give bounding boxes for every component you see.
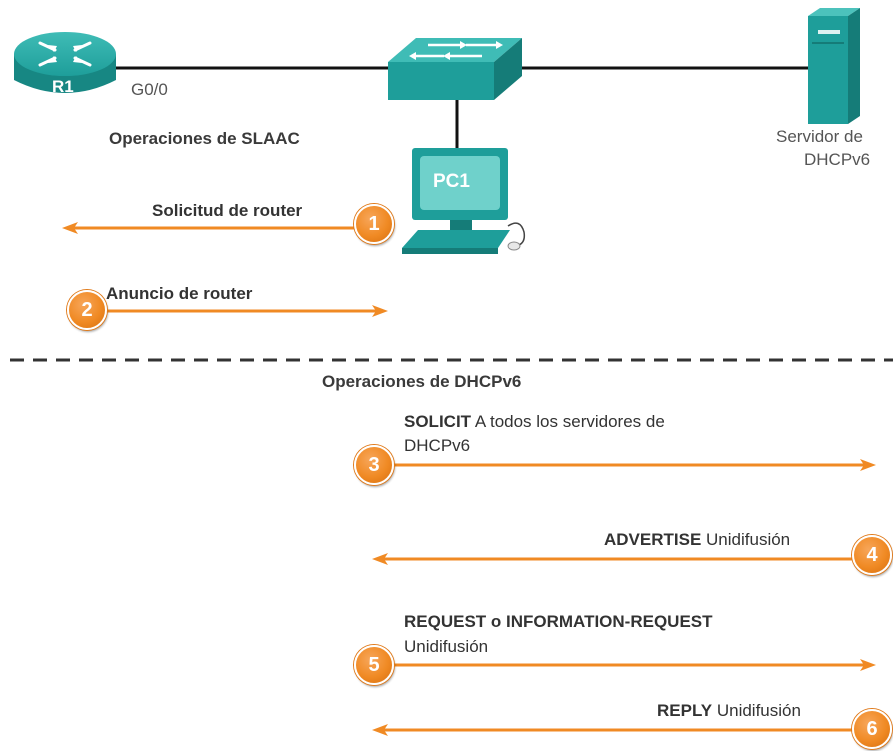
router-label: R1: [52, 77, 74, 96]
step5-label-bold: REQUEST o INFORMATION-REQUEST: [404, 612, 713, 631]
step4-label-rest: Unidifusión: [701, 530, 791, 549]
switch: [388, 36, 524, 106]
step5-label-line2: Unidifusión: [404, 637, 489, 656]
step3-label-bold: SOLICIT: [404, 412, 472, 431]
router-interface-label: G0/0: [131, 80, 168, 99]
switch-icon: [388, 38, 522, 100]
step4-label-bold: ADVERTISE: [604, 530, 702, 549]
step6-badge: 6: [852, 709, 892, 749]
dhcpv6-heading: Operaciones de DHCPv6: [322, 372, 522, 391]
step2-badge: 2: [67, 290, 107, 330]
step5-badge: 5: [354, 645, 394, 685]
step1-badge: 1: [354, 204, 394, 244]
step6-arrow: [372, 724, 860, 736]
step3-label-line2: DHCPv6: [404, 436, 471, 455]
step1-label: Solicitud de router: [152, 201, 303, 220]
pc1: PC1: [398, 148, 530, 256]
step4-badge: 4: [852, 535, 892, 575]
step3-arrow: [380, 459, 876, 471]
step1-arrow: [62, 222, 370, 234]
router-r1: R1: [10, 28, 120, 108]
step2-label: Anuncio de router: [106, 284, 253, 303]
step4-label: ADVERTISE Unidifusión: [604, 529, 790, 550]
step3-badge: 3: [354, 445, 394, 485]
step5-arrow: [380, 659, 876, 671]
slaac-heading: Operaciones de SLAAC: [109, 129, 300, 148]
step6-label: REPLY Unidifusión: [657, 700, 801, 721]
step6-label-rest: Unidifusión: [712, 701, 801, 720]
step4-arrow: [372, 553, 860, 565]
pc-icon: [402, 148, 526, 254]
step3-label: SOLICIT A todos los servidores de: [404, 411, 665, 432]
step6-label-bold: REPLY: [657, 701, 713, 720]
router-icon: [14, 32, 116, 93]
server-label-line1: Servidor de: [776, 127, 863, 146]
server-label-line2: DHCPv6: [804, 150, 871, 169]
dhcpv6-server: [808, 8, 864, 126]
step2-arrow: [90, 305, 388, 317]
step3-label-rest: A todos los servidores de: [471, 412, 665, 431]
pc-label: PC1: [433, 171, 470, 192]
server-icon: [808, 8, 860, 124]
